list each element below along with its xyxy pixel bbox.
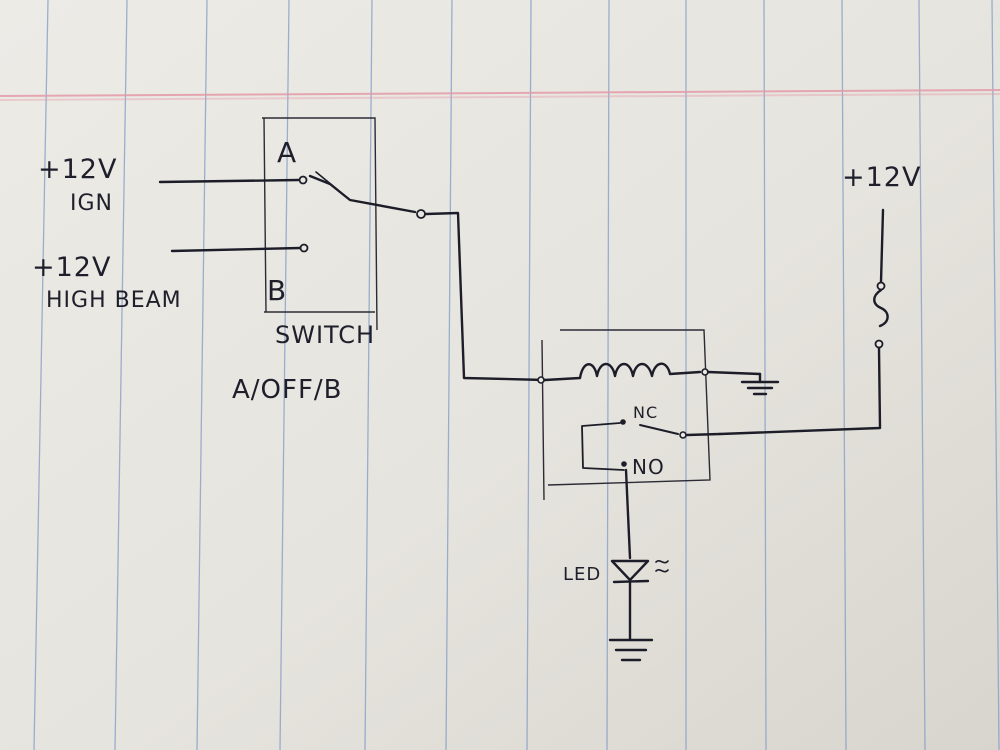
nc-label: NC xyxy=(633,403,658,422)
relay-box xyxy=(547,329,711,486)
switch-to-relay-wire xyxy=(424,211,547,382)
ign-label: IGN xyxy=(70,191,113,216)
led-output: LED xyxy=(563,468,669,662)
supply: +12V xyxy=(718,162,921,436)
supply-to-relay-wire xyxy=(718,346,882,436)
switch-title: SWITCH xyxy=(275,321,375,349)
coil-ground-icon xyxy=(740,372,780,396)
high-beam-voltage-label: +12V xyxy=(32,252,111,283)
light-emission-icon xyxy=(655,560,669,564)
led-diode-icon xyxy=(610,559,650,582)
input-labels: +12V IGN +12V HIGH BEAM xyxy=(32,154,182,313)
ign-wire xyxy=(158,178,300,184)
terminal-a xyxy=(298,175,308,185)
supply-voltage-label: +12V xyxy=(842,162,921,193)
nc-contact xyxy=(620,419,626,425)
switch-positions: A/OFF/B xyxy=(232,375,343,405)
terminal-b xyxy=(299,243,309,253)
fuse-icon xyxy=(873,288,889,328)
no-contact xyxy=(621,461,627,467)
high-beam-label: HIGH BEAM xyxy=(46,288,182,313)
ign-voltage-label: +12V xyxy=(38,154,117,185)
led-ground-icon xyxy=(608,638,654,662)
switch: A B SWITCH A/OFF/B xyxy=(158,117,547,405)
terminal-a-label: A xyxy=(277,136,297,169)
terminal-b-label: B xyxy=(267,274,287,307)
relay-arm xyxy=(639,424,679,435)
switch-common xyxy=(416,209,426,219)
no-label: NO xyxy=(632,455,665,479)
led-label: LED xyxy=(563,564,601,585)
margin-line xyxy=(0,89,1000,97)
switch-arm xyxy=(308,174,417,214)
switch-box xyxy=(262,117,378,331)
high-beam-wire xyxy=(170,246,302,253)
relay: NC NO xyxy=(537,329,780,501)
relay-coil xyxy=(543,362,702,382)
ruled-lines xyxy=(33,0,1000,750)
